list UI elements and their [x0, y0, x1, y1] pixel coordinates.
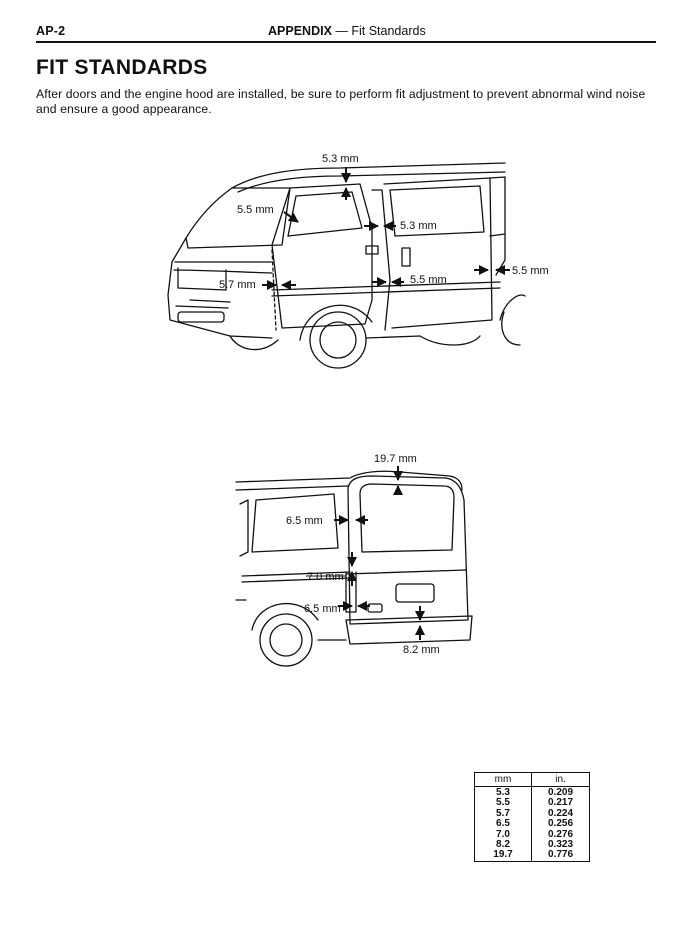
rear-fit-labels: 19.7 mm 6.5 mm 7.0 mm 6.5 mm 8.2 mm: [286, 453, 440, 656]
van-rear-illustration: [235, 470, 473, 667]
subsection-name: Fit Standards: [351, 24, 426, 38]
page-title: FIT STANDARDS: [36, 56, 208, 79]
label-slide-door-rear: 5.5 mm: [512, 265, 549, 277]
label-back-door-side-mid: 7.0 mm: [307, 571, 344, 583]
mm-to-inch-table: mm in. 5.3 0.209 5.5 0.217 5.7 0.224 6.5…: [474, 772, 590, 862]
front-fit-labels: 5.3 mm 5.5 mm 5.3 mm 5.7 mm 5.5 mm 5.5 m…: [219, 153, 549, 291]
page-number: AP-2: [36, 24, 66, 38]
table-row: 5.3 0.209: [474, 786, 590, 799]
header-rule: [36, 41, 656, 43]
intro-paragraph: After doors and the engine hood are inst…: [36, 87, 646, 116]
cell-in: 0.224: [531, 808, 590, 820]
section-name: APPENDIX: [268, 24, 332, 38]
table-row: 5.7 0.224: [474, 808, 590, 820]
page-header: AP-2 APPENDIX — Fit Standards: [36, 24, 656, 40]
column-header-in: in.: [531, 772, 590, 787]
label-front-hood-side: 5.7 mm: [219, 279, 256, 291]
table-row: 6.5 0.256: [474, 818, 590, 830]
cell-in: 0.256: [531, 818, 590, 830]
label-back-door-side-upper: 6.5 mm: [286, 515, 323, 527]
label-back-door-top: 19.7 mm: [374, 453, 417, 465]
cell-in: 0.776: [531, 850, 590, 862]
column-header-mm: mm: [474, 772, 532, 787]
table-row: 5.5 0.217: [474, 797, 590, 809]
front-fit-arrows: [262, 167, 510, 290]
label-slide-door-lower: 5.5 mm: [410, 274, 447, 286]
section-separator: —: [331, 24, 352, 38]
table-row: 8.2 0.323: [474, 839, 590, 851]
cell-in: 0.217: [531, 797, 590, 809]
table-header-row: mm in.: [474, 772, 590, 787]
label-front-door-upper: 5.5 mm: [237, 204, 274, 216]
rear-fit-arrows: [334, 466, 425, 640]
cell-in: 0.209: [531, 786, 590, 799]
van-side-illustration: [167, 162, 526, 369]
label-back-door-bottom: 8.2 mm: [403, 644, 440, 656]
cell-mm: 19.7: [474, 850, 532, 862]
label-top-roof: 5.3 mm: [322, 153, 359, 165]
section-title: APPENDIX — Fit Standards: [268, 24, 426, 38]
label-slide-door-front: 5.3 mm: [400, 220, 437, 232]
cell-in: 0.323: [531, 839, 590, 851]
table-row: 7.0 0.276: [474, 829, 590, 841]
table-row: 19.7 0.776: [474, 850, 590, 862]
cell-in: 0.276: [531, 829, 590, 841]
label-back-door-side-lower: 6.5 mm: [304, 603, 341, 615]
